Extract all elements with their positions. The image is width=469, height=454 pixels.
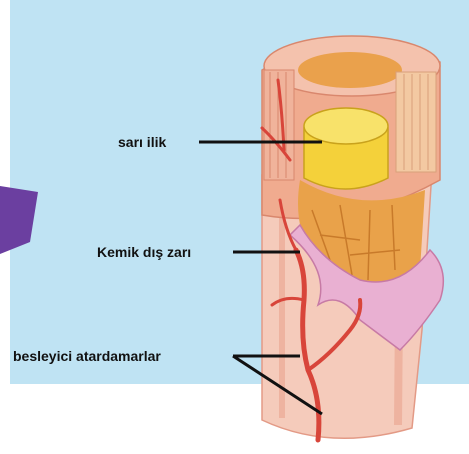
yellow-marrow <box>304 108 388 189</box>
lamellar-bone <box>396 72 436 172</box>
label-yellow-marrow: sarı ilik <box>118 134 166 150</box>
label-nutrient-arteries: besleyici atardamarlar <box>13 348 161 364</box>
label-periosteum: Kemik dış zarı <box>97 244 191 260</box>
